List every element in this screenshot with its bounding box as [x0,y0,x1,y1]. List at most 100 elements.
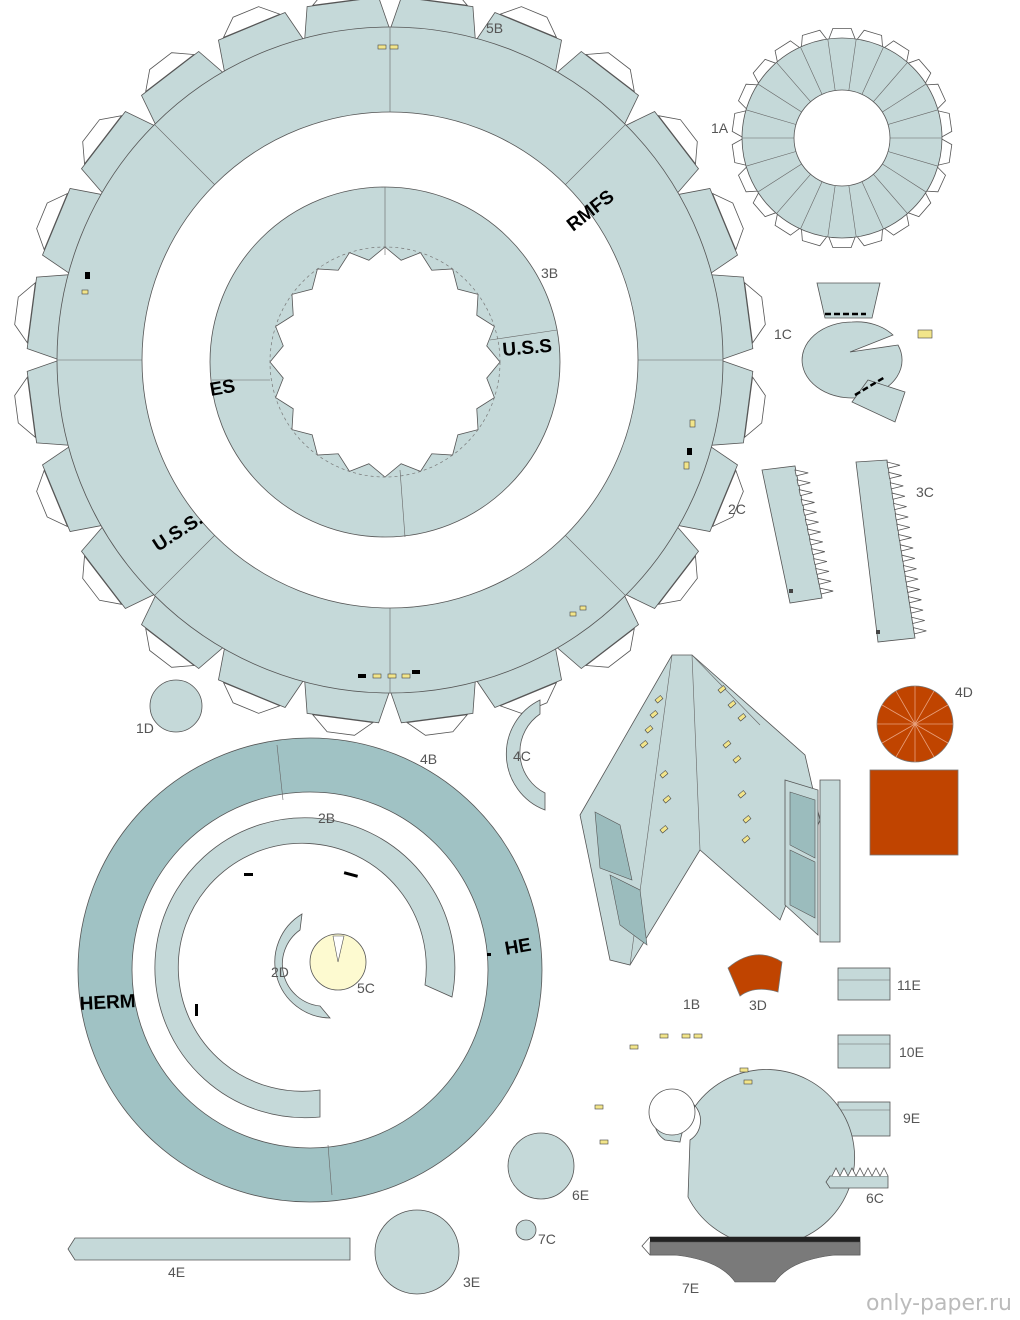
fold-line [154,535,215,596]
window-mark [739,1067,749,1073]
glue-tooth [819,587,834,595]
part-2b-arc-ring [154,817,491,1119]
label-5c: 5C [357,980,375,996]
glue-flap [311,714,374,736]
glue-tooth [896,523,910,531]
glue-flap [711,192,744,251]
part-4d-orange [869,685,959,856]
glue-tooth [813,558,828,566]
glue-flap [406,714,469,736]
glue-flap [423,0,469,6]
window-mark [681,1033,691,1039]
spoke-line [914,690,935,725]
window-mark [599,1139,609,1145]
label-2b: 2B [318,810,335,826]
glue-tooth [794,469,809,477]
fold-line [745,151,797,167]
window-mark [717,685,727,694]
window-mark [659,1033,669,1039]
part-1b-ring [594,1033,855,1246]
hull-text-he: HE [503,935,533,960]
glue-flap [585,52,635,93]
glue-tooth [901,554,915,562]
glue-tooth [806,528,821,536]
label-3d: 3D [749,997,767,1013]
spoke-line [881,704,916,725]
glue-tooth [811,548,825,556]
glue-flap [744,281,766,344]
glue-tooth [798,489,813,497]
window-mark [649,710,659,719]
glue-tooth [898,533,912,542]
hull-text-herm: HERM [79,991,136,1015]
label-7c: 7C [538,1231,556,1247]
glue-tooth [809,538,823,546]
glue-tooth [911,616,925,624]
label-3c: 3C [916,484,934,500]
fold-line [776,62,811,102]
glue-flap [222,681,281,714]
fold-line [565,124,626,185]
label-1b: 1B [683,996,700,1012]
window-mark [737,713,747,722]
spoke-line [881,723,916,744]
label-3b: 3B [541,265,558,281]
watermark: only-paper.ru [865,1291,1012,1316]
fold-line [800,181,823,230]
window-mark [644,725,654,734]
fold-line [873,174,908,214]
glue-flap [222,6,281,39]
part-4e-strip [67,1237,351,1261]
window-mark [742,815,752,824]
fold-line [882,83,927,113]
glue-flap [499,681,558,714]
glue-flap [657,555,698,605]
part-10e-tube [837,1034,891,1069]
label-2d: 2D [271,964,289,980]
label-1a: 1A [711,120,729,136]
window-mark [654,695,664,704]
part-2d-arc [274,913,331,1019]
label-9e: 9E [903,1110,920,1126]
part-3e-disc [374,1209,460,1295]
fold-line [757,83,802,113]
fold-line [887,109,939,125]
part-2c-strip [761,465,834,604]
label-6c: 6C [866,1190,884,1206]
glue-flap [82,555,123,605]
glue-flap [145,52,195,93]
label-10e: 10E [899,1044,924,1060]
glue-tooth [902,564,917,573]
spoke-line [914,704,949,725]
part-3c-strip [855,459,927,643]
window-marks-5b [81,44,696,679]
glue-tooth [796,479,811,487]
glue-flap [14,281,36,344]
spoke-line [914,723,949,744]
glue-tooth [909,606,924,614]
fold-line [154,124,215,185]
fold-line [757,163,802,193]
window-mark [629,1044,639,1050]
fold-line [861,46,884,95]
glue-tooth [907,596,922,604]
window-mark [659,825,669,834]
window-mark [662,795,672,804]
glue-tooth [886,461,901,469]
part-6c-strip [825,1167,889,1189]
glue-tooth [817,577,832,585]
window-mark [693,1033,703,1039]
hull-text-es: ES [208,376,237,401]
glue-flap [36,192,69,251]
label-4e: 4E [168,1264,185,1280]
fold-line [827,38,836,91]
fold-line [848,185,857,238]
label-1d: 1D [136,720,154,736]
window-mark [741,835,751,844]
part-4b-dark-ring [77,737,543,1203]
window-mark [737,790,747,799]
fold-line [745,109,797,125]
fold-line [800,46,823,95]
spoke-line [895,690,916,725]
window-mark [639,740,649,749]
